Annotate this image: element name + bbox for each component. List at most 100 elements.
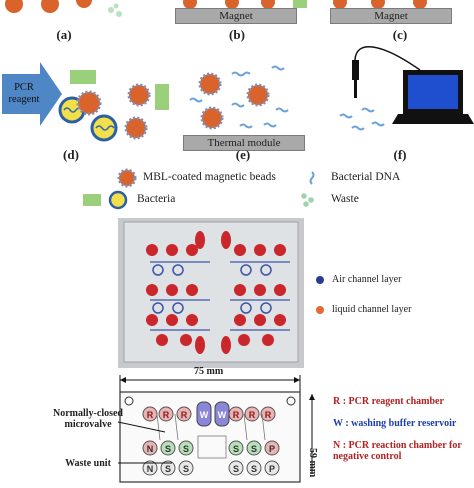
- chip-chamber: [234, 244, 246, 256]
- chip-chamber: [262, 334, 274, 346]
- chip-chamber: [234, 314, 246, 326]
- panel-label-f: (f): [393, 147, 407, 162]
- chip-valve: [172, 302, 184, 314]
- bead-icon: [183, 0, 275, 9]
- panel-label-b: (b): [229, 27, 245, 42]
- bacteria-icon: [108, 190, 128, 210]
- panel-d-drawing: [2, 62, 169, 142]
- chip-valve: [240, 264, 252, 276]
- green-fragment-icon: [83, 194, 101, 206]
- svg-text:R: R: [249, 410, 256, 420]
- chip-valve: [260, 302, 272, 314]
- chip-reservoir: [195, 231, 205, 249]
- bacteria-icon: [90, 114, 118, 142]
- chip-chamber: [234, 284, 246, 296]
- dna-strand-icon: [189, 65, 289, 129]
- chip-chamber: [254, 244, 266, 256]
- pcr-reagent-line1: PCR: [14, 82, 34, 93]
- legend-bacteria-label: Bacteria: [137, 193, 176, 205]
- w-reservoir-note: W : washing buffer reservoir: [333, 418, 457, 429]
- chip-chamber: [166, 284, 178, 296]
- chip-chamber: [166, 314, 178, 326]
- schematic-chamber-r: R: [244, 406, 260, 422]
- schematic-chamber: N: [142, 440, 158, 456]
- schematic-chamber: S: [160, 440, 176, 456]
- chip-reservoir: [195, 336, 205, 354]
- green-fragment-icon: [293, 0, 307, 8]
- air-channel-label: Air channel layer: [332, 274, 402, 285]
- dna-strand-icon: [339, 107, 385, 131]
- liquid-channel-dot: [316, 306, 324, 314]
- pcr-reagent-line2: reagent: [8, 94, 40, 105]
- schematic-chamber-w: W: [196, 401, 212, 427]
- chip-chamber: [254, 314, 266, 326]
- schematic-chamber: S: [178, 440, 194, 456]
- chip-chamber: [146, 284, 158, 296]
- r-chamber-note: R : PCR reagent chamber: [333, 396, 444, 407]
- chip-chamber: [254, 284, 266, 296]
- chip-valve: [260, 264, 272, 276]
- svg-text:P: P: [269, 464, 275, 474]
- chip-chamber: [180, 334, 192, 346]
- panel-a-drawing: [5, 0, 427, 17]
- legend-waste-label: Waste: [331, 193, 359, 205]
- chip-chamber: [186, 314, 198, 326]
- svg-text:S: S: [233, 444, 239, 454]
- chip-chamber: [146, 244, 158, 256]
- chip-reservoir: [221, 231, 231, 249]
- chip-valve: [240, 302, 252, 314]
- legend-icons: [83, 168, 315, 210]
- chip-photo: [118, 218, 304, 368]
- chip-chamber: [166, 244, 178, 256]
- svg-text:S: S: [251, 444, 257, 454]
- chip-chamber: [186, 244, 198, 256]
- chip-chamber: [274, 244, 286, 256]
- chip-chambers: [146, 231, 290, 354]
- svg-text:S: S: [183, 464, 189, 474]
- svg-text:P: P: [269, 444, 275, 454]
- dna-strand-icon: [309, 171, 315, 185]
- laptop-icon: [392, 70, 474, 124]
- chip-valve: [172, 264, 184, 276]
- svg-text:S: S: [233, 464, 239, 474]
- svg-text:R: R: [233, 410, 240, 420]
- svg-text:R: R: [147, 410, 154, 420]
- schematic-chamber: S: [160, 460, 176, 476]
- chip-chamber: [274, 314, 286, 326]
- detector-probe-icon: [352, 46, 421, 98]
- chip-chamber: [186, 284, 198, 296]
- bead-icon: [76, 83, 151, 140]
- waste-unit-label: Waste unit: [65, 458, 111, 469]
- panel-label-d: (d): [63, 147, 79, 162]
- liquid-channel-label: liquid channel layer: [332, 304, 412, 315]
- schematic-chamber: S: [228, 440, 244, 456]
- chip-valve: [152, 264, 164, 276]
- panel-f-drawing: [339, 46, 474, 131]
- chip-chamber: [274, 284, 286, 296]
- waste-icon: [108, 3, 122, 17]
- bead-icon: [5, 0, 92, 13]
- panel-label-e: (e): [235, 147, 251, 162]
- schematic-chamber-w: W: [214, 401, 230, 427]
- svg-text:S: S: [165, 444, 171, 454]
- schematic-chamber: P: [264, 460, 280, 476]
- width-dimension-label: 75 mm: [194, 366, 224, 377]
- chip-valve: [152, 302, 164, 314]
- chip-chamber: [156, 334, 168, 346]
- pcr-reagent-label: PCR reagent: [4, 82, 44, 106]
- svg-text:R: R: [181, 410, 188, 420]
- pcr-arrow-shape: [2, 62, 62, 126]
- svg-text:R: R: [265, 410, 272, 420]
- svg-text:S: S: [251, 464, 257, 474]
- chip-reservoir: [221, 336, 231, 354]
- schematic-chamber-r: R: [260, 406, 276, 422]
- bead-icon: [198, 72, 270, 130]
- chip-chamber: [146, 314, 158, 326]
- air-channel-dot: [316, 276, 324, 284]
- legend-dna-label: Bacterial DNA: [331, 171, 401, 183]
- thermal-module-tray: Thermal module: [183, 135, 305, 151]
- svg-text:S: S: [165, 464, 171, 474]
- svg-text:N: N: [147, 444, 154, 454]
- schematic-chamber-r: R: [158, 406, 174, 422]
